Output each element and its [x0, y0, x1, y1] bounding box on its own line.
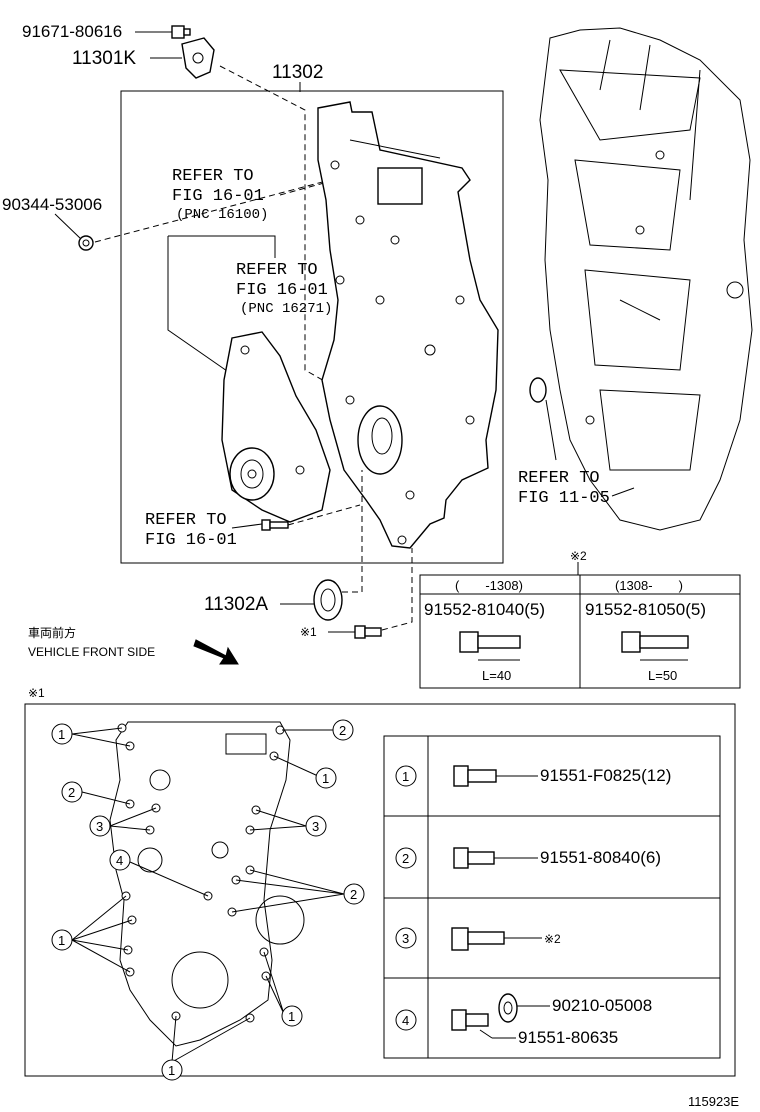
- legend-row-3-number: 3: [402, 931, 409, 946]
- callout-1[interactable]: 1: [315, 767, 337, 789]
- table-col1-header: ( -1308): [455, 578, 523, 593]
- legend-row-4-number: 4: [402, 1013, 409, 1028]
- svg-text:1: 1: [168, 1063, 175, 1078]
- legend-row-1[interactable]: 1 91551-F0825(12): [395, 765, 671, 787]
- direction-label-jp: 車両前方: [28, 625, 76, 640]
- bolt-location-frame: [24, 703, 736, 1077]
- part-label-90344-53006[interactable]: 90344-53006: [2, 195, 102, 214]
- callout-2[interactable]: 2: [332, 719, 354, 741]
- svg-text:2: 2: [350, 887, 357, 902]
- part-label-11302a[interactable]: 11302A: [204, 594, 268, 615]
- cam-position-sensor-icon: [181, 37, 215, 79]
- refer-note-3-fig[interactable]: FIG 16-01: [145, 531, 237, 550]
- svg-text:2: 2: [68, 785, 75, 800]
- legend-row-2-number: 2: [402, 851, 409, 866]
- legend-row-3-ref: ※2: [544, 932, 561, 946]
- svg-text:1: 1: [288, 1009, 295, 1024]
- note-mark-1: ※1: [28, 686, 45, 700]
- legend-row-3[interactable]: 3 ※2: [395, 927, 561, 951]
- oil-seal-icon: [313, 579, 343, 621]
- callout-1[interactable]: 1: [51, 723, 73, 745]
- note-mark-1-inline: ※1: [300, 625, 317, 639]
- flange-bolt-icon: [453, 847, 495, 869]
- legend-row-4[interactable]: 4 90210-05008 91551-80635: [395, 993, 652, 1047]
- svg-text:1: 1: [58, 933, 65, 948]
- pump-bolt-icon: [261, 519, 289, 531]
- table-col1-part[interactable]: 91552-81040(5): [424, 600, 545, 619]
- refer-note-1-pnc: (PNC 16100): [176, 207, 268, 223]
- bolt-holes: [117, 723, 285, 1023]
- svg-text:3: 3: [96, 819, 103, 834]
- legend-row-2-part: 91551-80840(6): [540, 848, 661, 867]
- svg-text:1: 1: [58, 727, 65, 742]
- callout-2[interactable]: 2: [343, 883, 365, 905]
- callout-2[interactable]: 2: [61, 781, 83, 803]
- callout-4[interactable]: 4: [109, 849, 131, 871]
- part-label-11301k[interactable]: 11301K: [72, 48, 136, 69]
- table-col2-length: L=50: [648, 668, 677, 683]
- callout-3[interactable]: 3: [305, 815, 327, 837]
- flange-bolt-icon: [453, 765, 497, 787]
- water-pump: [221, 331, 331, 523]
- bolt-length-table: ( -1308) (1308- ) 91552-81040(5) 91552-8…: [419, 574, 741, 689]
- note-mark-2: ※2: [570, 549, 587, 563]
- table-col2-header: (1308- ): [615, 578, 683, 593]
- direction-label-en: VEHICLE FRONT SIDE: [28, 645, 155, 659]
- refer-note-1: REFER TO: [172, 167, 254, 186]
- cover-bolt-icon: [354, 625, 382, 639]
- legend-row-1-part: 91551-F0825(12): [540, 766, 671, 785]
- svg-text:3: 3: [312, 819, 319, 834]
- diagram-id: 115923E: [688, 1094, 739, 1109]
- refer-note-2-fig[interactable]: FIG 16-01: [236, 281, 328, 300]
- timing-chain-cover: [317, 101, 499, 549]
- o-ring-icon: [529, 377, 547, 403]
- bolt-legend-table: [383, 735, 721, 1059]
- svg-text:2: 2: [339, 723, 346, 738]
- callout-3[interactable]: 3: [89, 815, 111, 837]
- refer-note-4-fig[interactable]: FIG 11-05: [518, 489, 610, 508]
- legend-row-1-number: 1: [402, 769, 409, 784]
- legend-row-4-part: 91551-80635: [518, 1028, 618, 1047]
- table-col1-length: L=40: [482, 668, 511, 683]
- legend-row-2[interactable]: 2 91551-80840(6): [395, 847, 661, 869]
- refer-note-1-fig[interactable]: FIG 16-01: [172, 187, 264, 206]
- callout-1[interactable]: 1: [281, 1005, 303, 1027]
- engine-block: [539, 27, 753, 531]
- refer-note-3: REFER TO: [145, 511, 227, 530]
- refer-note-2: REFER TO: [236, 261, 318, 280]
- callout-1[interactable]: 1: [51, 929, 73, 951]
- refer-note-4: REFER TO: [518, 469, 600, 488]
- table-col2-part[interactable]: 91552-81050(5): [585, 600, 706, 619]
- assembly-frame: [120, 90, 504, 564]
- flange-bolt-icon: [451, 927, 505, 951]
- washer-icon: [498, 993, 518, 1023]
- svg-text:4: 4: [116, 853, 123, 868]
- small-bolt-icon: [171, 25, 191, 39]
- svg-text:1: 1: [322, 771, 329, 786]
- part-label-91671-80616[interactable]: 91671-80616: [22, 22, 122, 41]
- nut-icon: [78, 235, 94, 251]
- callout-lines: [71, 727, 345, 1063]
- flange-bolt-icon: [451, 1009, 489, 1031]
- vehicle-front-arrow-icon: [193, 639, 239, 665]
- refer-note-2-pnc: (PNC 16271): [240, 301, 332, 317]
- cover-outline-detail: [109, 721, 305, 1047]
- callout-1[interactable]: 1: [161, 1059, 183, 1081]
- legend-row-4-washer: 90210-05008: [552, 996, 652, 1015]
- part-label-11302[interactable]: 11302: [272, 62, 323, 83]
